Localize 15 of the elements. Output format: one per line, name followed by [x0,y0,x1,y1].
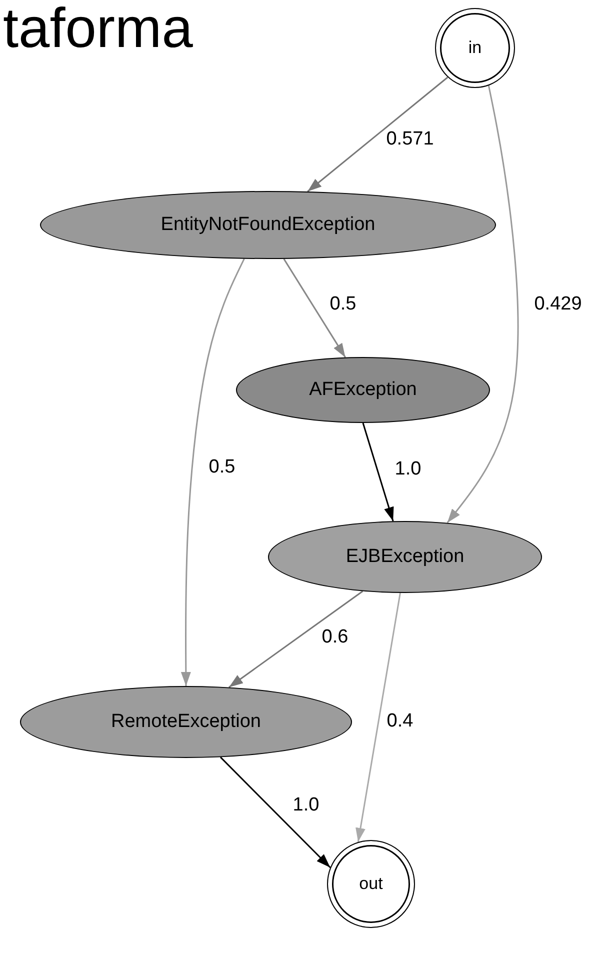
arrow [446,85,519,524]
arrow [307,76,448,192]
arrow [283,258,346,358]
arrow [220,756,331,868]
node-label: in [468,38,482,58]
node-label: EJBException [346,546,464,568]
node-label: EntityNotFoundException [160,214,376,236]
arrow [228,590,364,688]
arrow [356,592,401,842]
arrow [362,422,394,522]
heading-text: taforma [3,0,193,56]
node-label: RemoteException [111,711,261,733]
node-label: AFException [309,379,417,401]
node-label: out [359,874,383,894]
arrow [180,258,245,686]
